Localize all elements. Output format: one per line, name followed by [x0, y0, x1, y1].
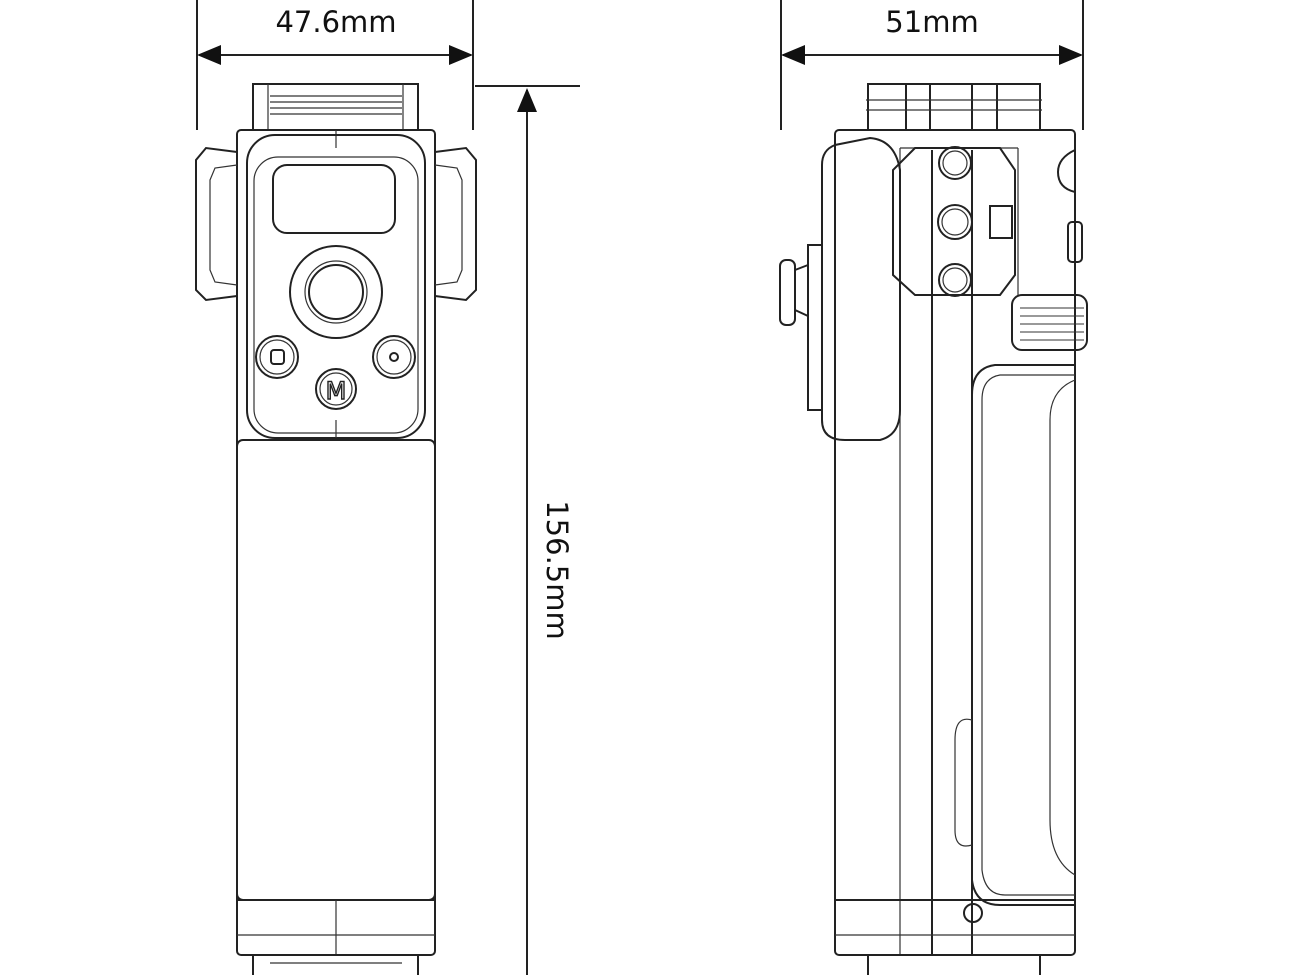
- display-screen: [272, 164, 396, 234]
- front-width-dimension: 47.6mm: [196, 0, 474, 130]
- photo-button-right: [372, 335, 416, 379]
- front-view: M: [195, 83, 477, 975]
- side-width-label: 51mm: [885, 5, 978, 39]
- joystick: [289, 245, 383, 339]
- front-handle: [236, 439, 436, 901]
- mode-button: M: [315, 368, 357, 410]
- height-dimension: 156.5mm: [475, 85, 580, 975]
- bottom-screw: [963, 903, 983, 923]
- front-width-label: 47.6mm: [275, 5, 396, 39]
- mount-plate: [892, 147, 1016, 296]
- side-knob: [779, 259, 796, 326]
- record-button-left: [255, 335, 299, 379]
- side-grip: [971, 364, 1075, 906]
- control-wheel: [1011, 294, 1088, 351]
- height-label: 156.5mm: [540, 500, 574, 640]
- side-panel: [821, 136, 901, 441]
- mode-button-label: M: [326, 377, 347, 405]
- side-width-dimension: 51mm: [780, 0, 1084, 130]
- side-view: [779, 83, 1088, 975]
